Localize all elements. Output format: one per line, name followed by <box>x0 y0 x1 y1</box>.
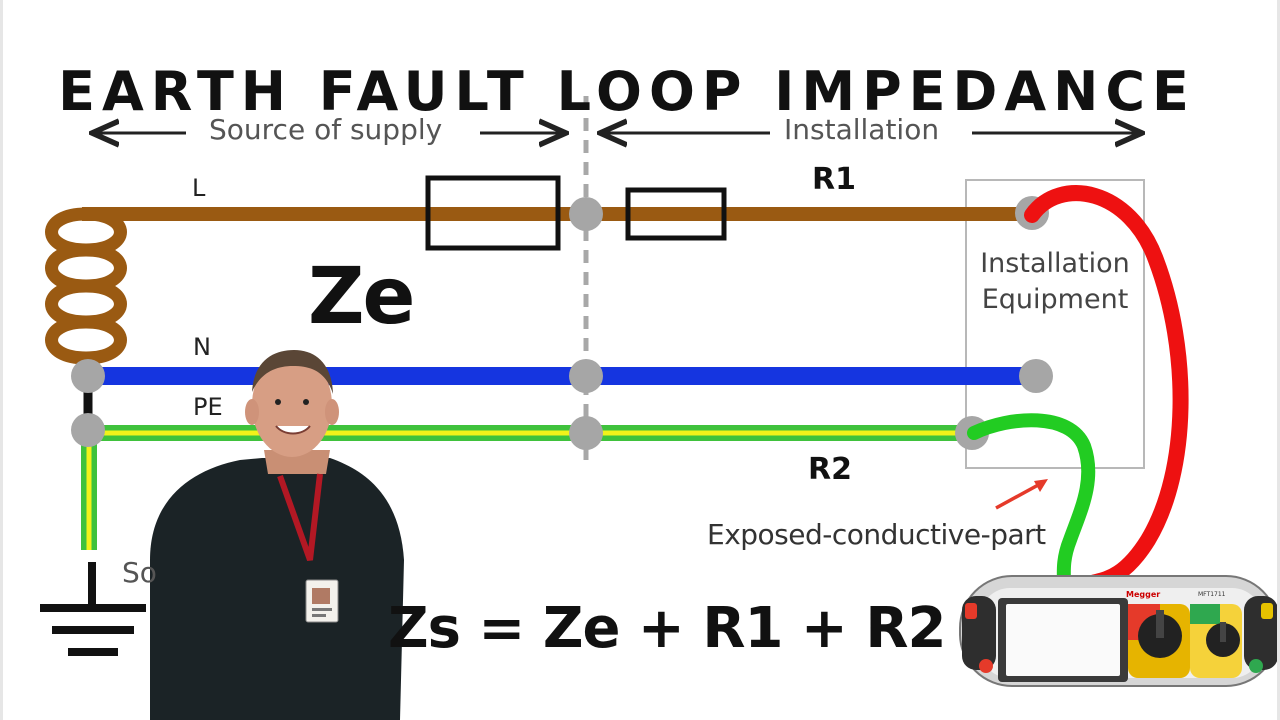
source-of-supply-label: Source of supply <box>209 113 443 146</box>
tester-model: MFT1711 <box>1198 591 1226 598</box>
red-test-lead <box>1024 185 1189 594</box>
tester-brand: Megger <box>1126 590 1161 599</box>
megger-tester <box>959 575 1279 687</box>
installation-equipment-box <box>965 179 1145 469</box>
installation-equipment-label: Installation Equipment <box>966 246 1144 318</box>
supply-fuse <box>425 175 561 251</box>
equipment-line-1: Installation <box>980 248 1130 279</box>
page-title: EARTH FAULT LOOP IMPEDANCE <box>58 60 1196 123</box>
transformer-coil <box>45 207 127 365</box>
neutral-label: N <box>193 333 211 361</box>
exposed-part-pointer <box>995 482 1041 510</box>
installation-fuse <box>625 187 727 241</box>
r2-label: R2 <box>808 452 852 487</box>
r1-label: R1 <box>812 162 856 197</box>
earth-symbol <box>40 562 146 656</box>
partial-earth-label: So <box>122 556 157 589</box>
line-label: L <box>192 174 206 202</box>
green-test-lead <box>967 413 1096 591</box>
equipment-line-2: Equipment <box>981 284 1129 315</box>
ze-label: Ze <box>308 252 415 342</box>
installation-label: Installation <box>784 113 940 146</box>
exposed-conductive-part-label: Exposed-conductive-part <box>707 518 1046 551</box>
presenter-figure <box>150 350 404 720</box>
zs-formula: Zs = Ze + R1 + R2 <box>388 596 946 661</box>
pe-label: PE <box>193 393 223 421</box>
